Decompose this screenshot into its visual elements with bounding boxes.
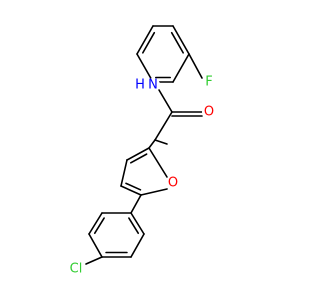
chlorophenyl-bond	[130, 212, 145, 235]
fluorophenyl-bond	[136, 25, 154, 55]
fluorophenyl-double-bond	[170, 31, 185, 54]
chlorophenyl-bond	[88, 233, 103, 258]
fluorophenyl-bond	[136, 53, 154, 83]
furan-double-bond	[129, 153, 148, 164]
carbonyl-oxygen-atom: O	[202, 105, 216, 120]
fluorophenyl-bond	[172, 53, 190, 83]
chlorophenyl-double-bond	[128, 217, 140, 235]
carbon-chlorine-bond	[85, 256, 103, 265]
hydrogen-label: H	[135, 78, 145, 93]
furan-double-bond	[125, 182, 142, 191]
chain-bond	[148, 139, 156, 149]
molecule-diagram: N H O O F Cl	[66, 25, 216, 279]
chlorine-atom: Cl	[66, 259, 86, 279]
fluorine-atom: F	[202, 75, 216, 90]
biaryl-bond	[130, 194, 142, 214]
carbonyl-methylene-bond	[154, 111, 173, 141]
methylene-bond	[154, 139, 168, 145]
fluorophenyl-bond	[172, 25, 190, 55]
furan-bond	[126, 147, 150, 161]
furan-oxygen-atom: O	[166, 176, 180, 191]
carbon-fluorine-bond	[188, 53, 203, 79]
nitrogen-atom: N	[146, 78, 160, 93]
nitrogen-carbonyl-bond	[158, 89, 173, 113]
chlorophenyl-bond	[130, 233, 145, 258]
furan-bond	[120, 185, 142, 196]
amide-hydrogen: H	[134, 78, 146, 93]
furan-bond	[140, 188, 168, 196]
chlorophenyl-double-bond	[93, 217, 105, 235]
bond-layer	[85, 25, 203, 265]
furan-bond	[148, 147, 168, 178]
fluorine-label: F	[205, 75, 212, 90]
atom-label-layer: N H O O F Cl	[66, 75, 216, 279]
furan-bond	[120, 159, 128, 187]
chlorophenyl-bond	[88, 212, 103, 235]
fluorophenyl-double-bond	[141, 31, 156, 54]
chlorine-label: Cl	[70, 262, 83, 277]
furan-oxygen-label: O	[168, 176, 178, 191]
nitrogen-label: N	[148, 78, 158, 93]
carbonyl-oxygen-label: O	[204, 105, 214, 120]
